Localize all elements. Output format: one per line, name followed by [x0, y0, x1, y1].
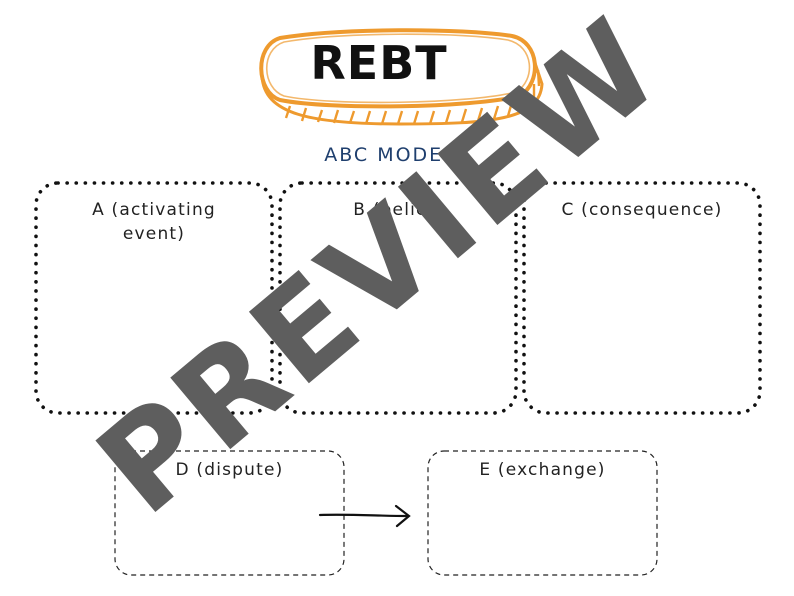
hatching	[284, 69, 541, 125]
box-b	[278, 181, 518, 415]
arrow-d-to-e	[318, 504, 411, 528]
box-a-label: A (activating event)	[92, 200, 216, 244]
subtitle: ABC MODEL	[324, 144, 456, 166]
box-c	[522, 181, 762, 415]
box-d	[114, 450, 345, 576]
box-e-label: E (exchange)	[479, 460, 606, 480]
title-badge	[259, 28, 544, 126]
box-d-label: D (dispute)	[175, 460, 284, 480]
box-e	[427, 450, 658, 576]
box-c-label: C (consequence)	[561, 200, 723, 220]
box-b-label: B (belief)	[353, 200, 443, 220]
page-title: REBT	[310, 36, 448, 90]
box-a	[34, 181, 274, 415]
